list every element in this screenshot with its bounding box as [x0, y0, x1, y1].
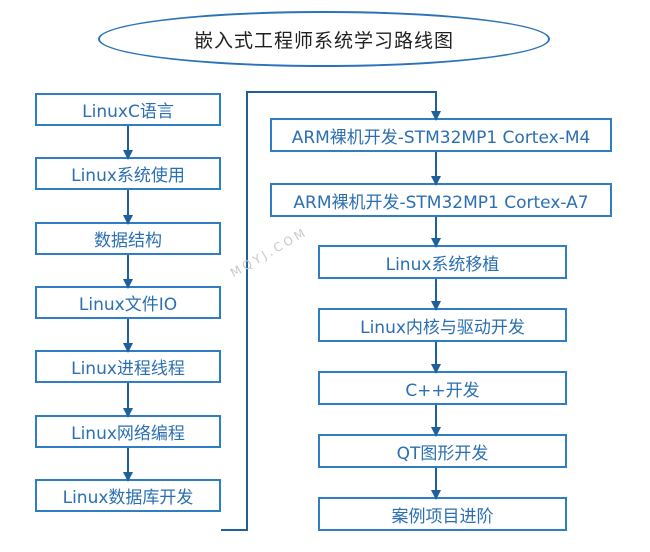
- step-linux-network-programming: Linux网络编程: [35, 415, 221, 448]
- step-linux-system-porting: Linux系统移植: [318, 245, 567, 279]
- step-linux-database-dev: Linux数据库开发: [35, 479, 221, 512]
- step-qt-gui-dev: QT图形开发: [318, 434, 567, 468]
- step-data-structures: 数据结构: [35, 222, 221, 255]
- step-case-projects: 案例项目进阶: [318, 497, 567, 531]
- step-linux-c: LinuxC语言: [35, 93, 221, 126]
- step-linux-system-usage: Linux系统使用: [35, 157, 221, 190]
- step-linux-kernel-driver: Linux内核与驱动开发: [318, 308, 567, 342]
- roadmap-title: 嵌入式工程师系统学习路线图: [98, 11, 550, 67]
- watermark: MQYJ.COM: [228, 224, 311, 281]
- step-linux-file-io: Linux文件IO: [35, 286, 221, 319]
- step-arm-cortex-a7: ARM裸机开发-STM32MP1 Cortex-A7: [270, 183, 612, 217]
- step-linux-process-thread: Linux进程线程: [35, 350, 221, 383]
- step-cpp-dev: C++开发: [318, 371, 567, 405]
- step-arm-cortex-m4: ARM裸机开发-STM32MP1 Cortex-M4: [270, 118, 612, 152]
